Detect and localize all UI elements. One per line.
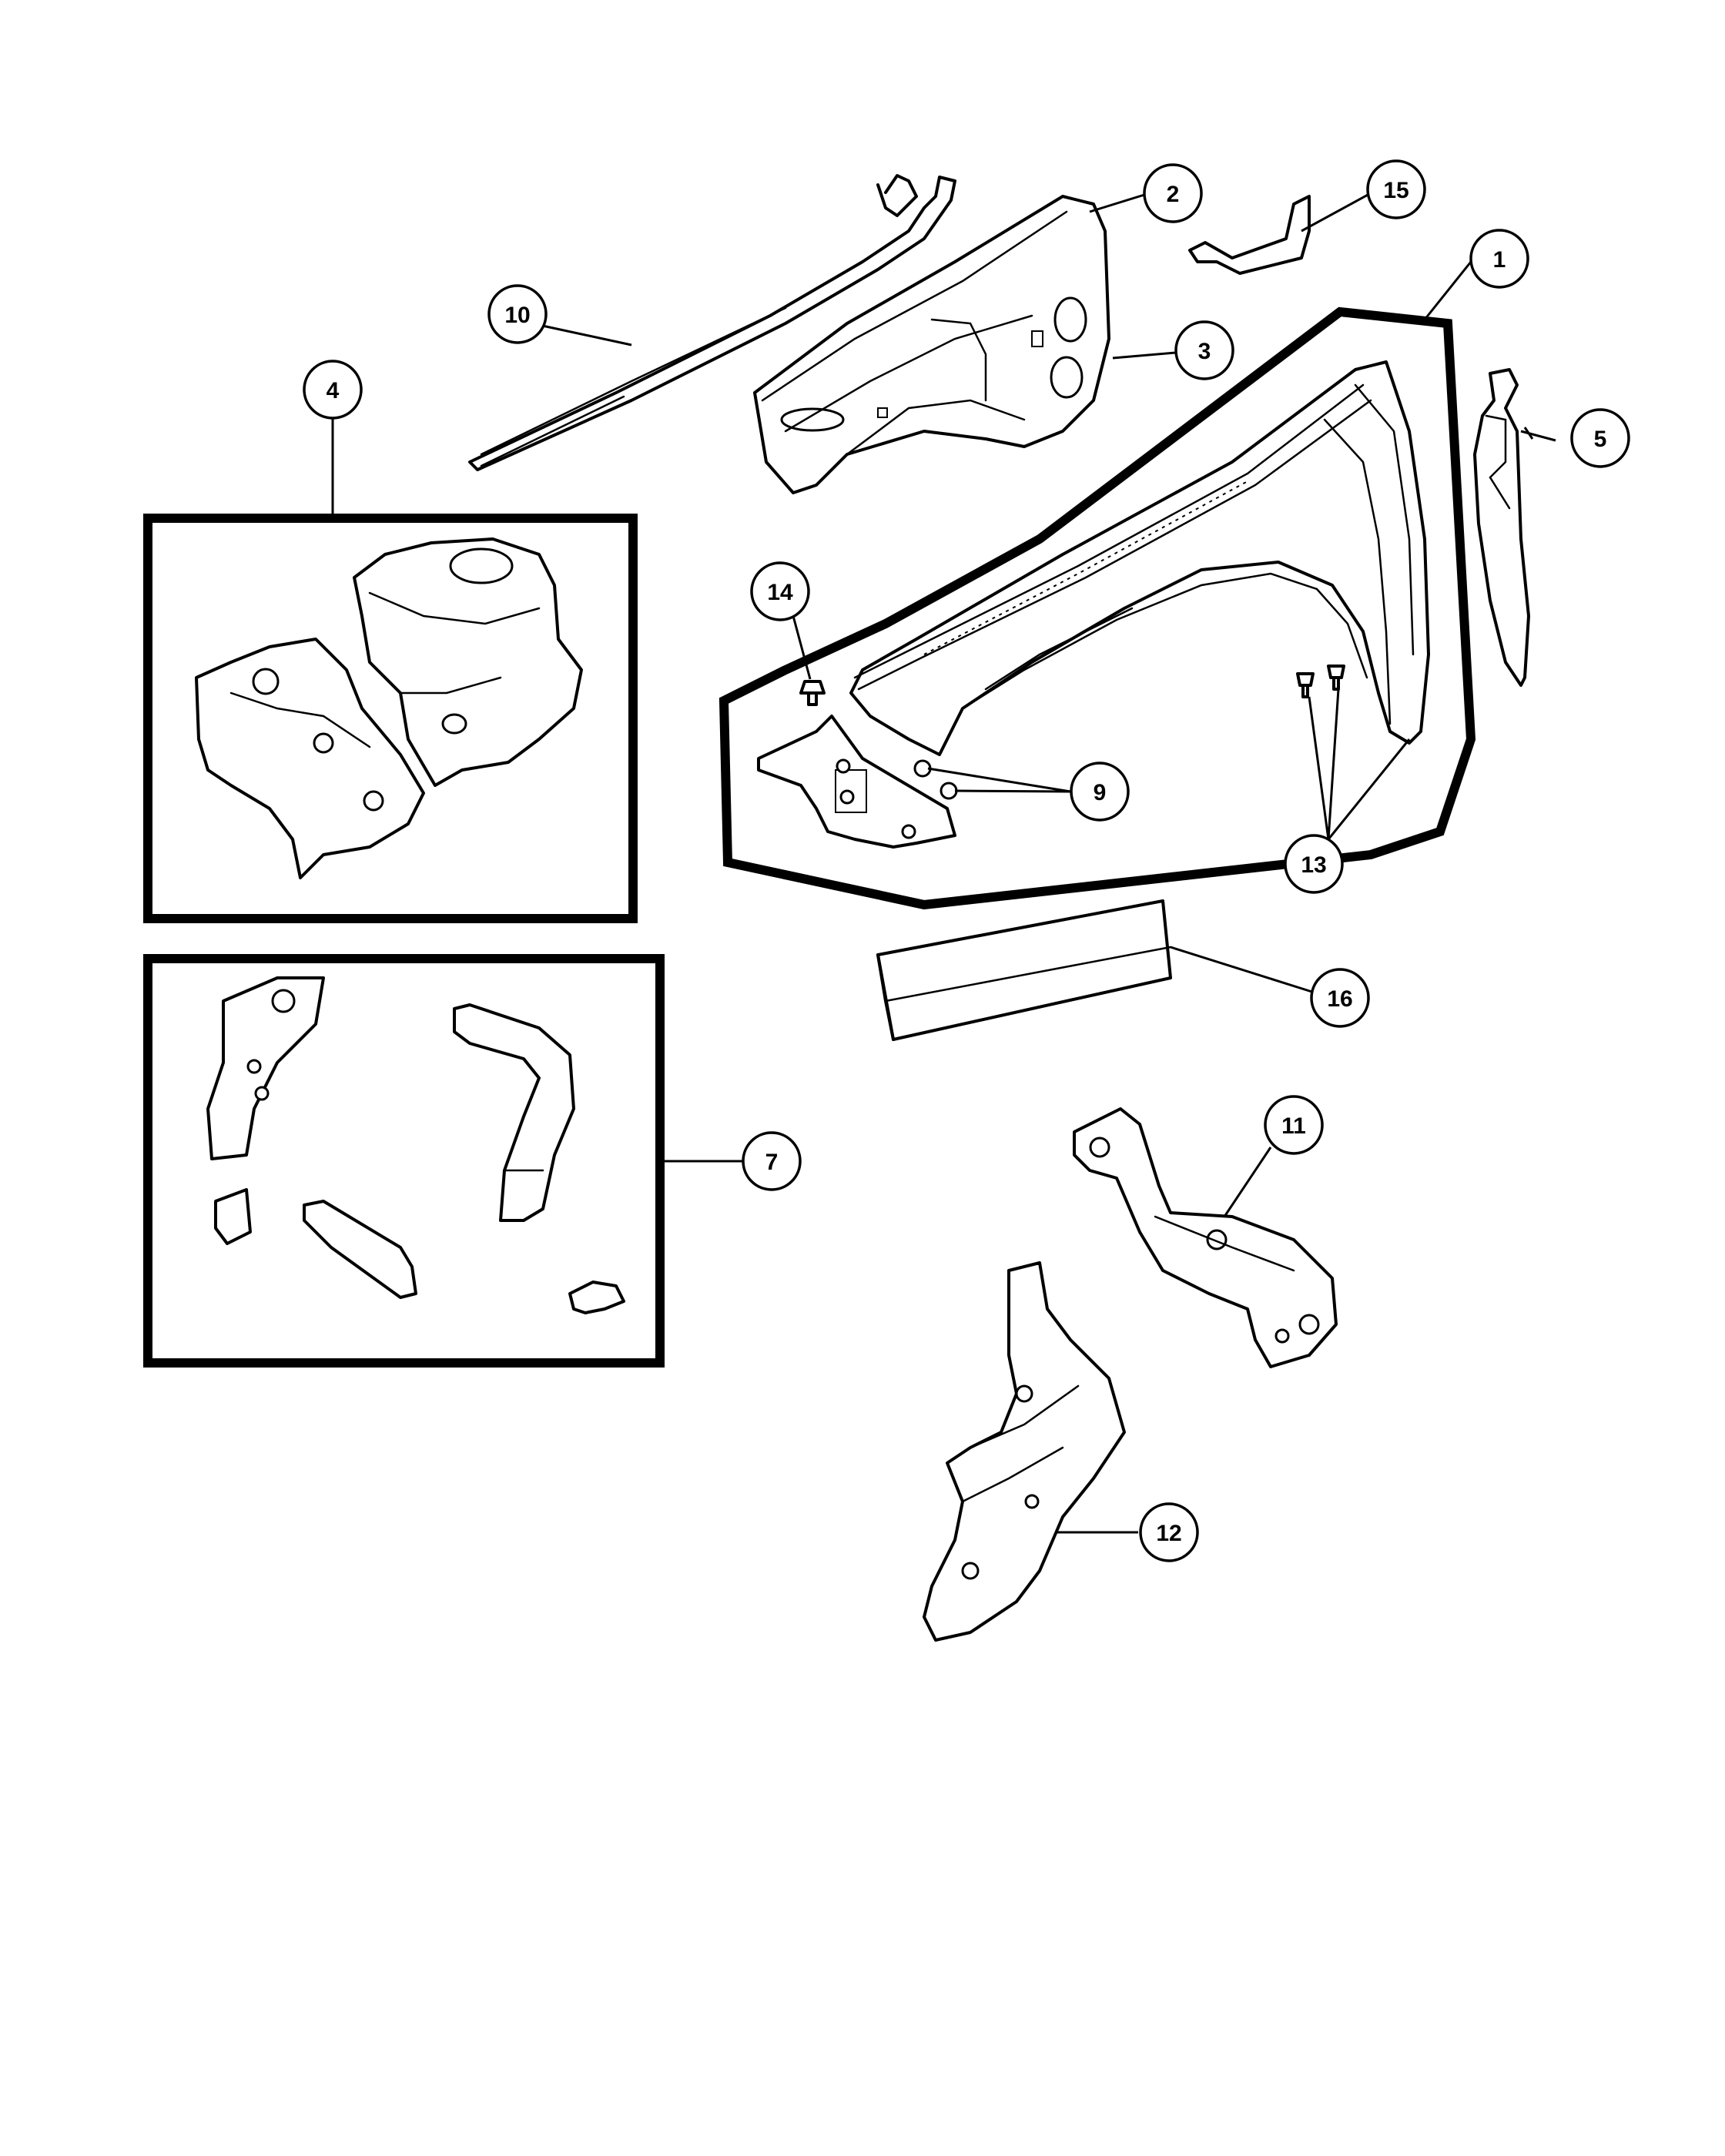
apron-assembly — [753, 195, 1110, 494]
callout-13: 13 — [1284, 834, 1344, 894]
group-4 — [143, 514, 638, 923]
callout-label-5: 5 — [1594, 427, 1607, 452]
callout-label-12: 12 — [1156, 1521, 1181, 1546]
callout-7: 7 — [742, 1131, 802, 1191]
callout-label-15: 15 — [1383, 178, 1408, 203]
callout-2: 2 — [1143, 163, 1203, 223]
fender-group-outline — [718, 306, 1476, 910]
callout-label-10: 10 — [504, 303, 530, 328]
fender-mount-bracket — [757, 715, 956, 849]
callout-label-7: 7 — [765, 1150, 779, 1175]
callout-label-13: 13 — [1301, 852, 1326, 878]
callout-14: 14 — [750, 561, 810, 621]
callout-3: 3 — [1174, 320, 1234, 380]
callout-label-16: 16 — [1327, 986, 1352, 1012]
callout-label-4: 4 — [327, 378, 340, 403]
callout-label-9: 9 — [1094, 780, 1107, 805]
callout-11: 11 — [1264, 1095, 1324, 1155]
foam-block — [876, 899, 1172, 1041]
callout-15: 15 — [1366, 159, 1426, 219]
leader-lines — [331, 192, 1556, 1534]
callout-label-2: 2 — [1167, 182, 1180, 207]
fender-assembly — [718, 306, 1476, 910]
rail-part — [468, 174, 956, 471]
callout-16: 16 — [1310, 968, 1370, 1028]
group-7 — [143, 954, 665, 1368]
bracket-15 — [1188, 195, 1311, 275]
callout-12: 12 — [1139, 1502, 1199, 1562]
clip-icon — [1296, 672, 1315, 698]
callout-label-11: 11 — [1281, 1113, 1306, 1139]
callout-5: 5 — [1570, 408, 1630, 468]
group-4-box — [143, 514, 638, 923]
nut-icon — [940, 782, 958, 800]
callout-10: 10 — [487, 284, 548, 344]
callout-9: 9 — [1070, 762, 1130, 822]
callout-label-14: 14 — [767, 580, 793, 605]
fender-panel — [849, 360, 1430, 756]
callout-label-1: 1 — [1493, 247, 1506, 273]
push-pin-icon — [799, 680, 826, 706]
callout-label-3: 3 — [1198, 339, 1211, 364]
clip-icon — [1327, 665, 1345, 691]
callout-4: 4 — [303, 360, 363, 420]
callout-1: 1 — [1469, 229, 1529, 289]
seal-part — [1473, 368, 1530, 687]
bracket-11 — [1073, 1107, 1338, 1368]
bracket-12 — [923, 1261, 1126, 1642]
